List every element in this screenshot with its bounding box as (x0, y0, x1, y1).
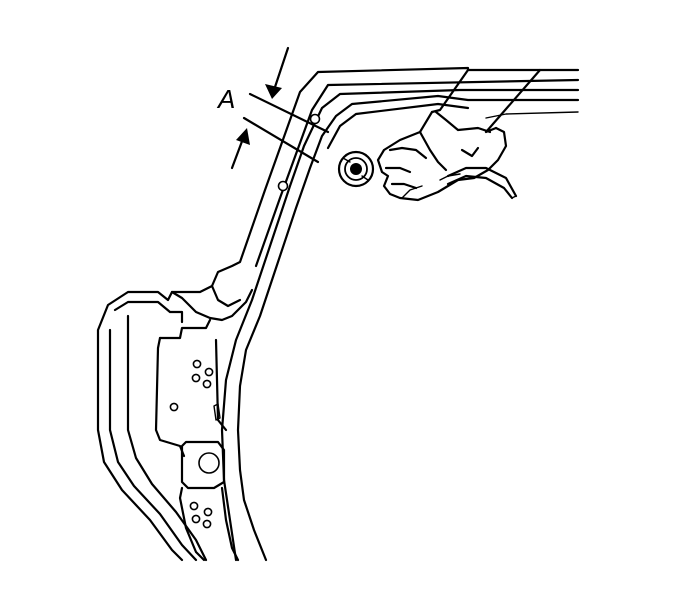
tool-cable (446, 166, 518, 200)
arrow-head-top (265, 84, 282, 99)
reinforcement-plate (154, 284, 254, 562)
panel-holes (169, 113, 321, 529)
hole (203, 507, 213, 517)
hand (376, 68, 542, 202)
arrow-head-bottom (236, 128, 250, 145)
hole (204, 367, 214, 377)
hole (309, 113, 321, 125)
dimension-label: A (216, 84, 235, 114)
arrow-shaft-top (272, 46, 290, 92)
hole (277, 180, 289, 192)
dimension-line-lower (242, 116, 320, 164)
hole (192, 359, 202, 369)
dimension-line-upper (248, 92, 330, 134)
large-hole (198, 452, 220, 474)
dimension-a: A (216, 46, 330, 170)
grommet (337, 150, 375, 188)
hole (189, 501, 199, 511)
hole (202, 519, 212, 529)
hole (169, 402, 179, 412)
hole (191, 514, 201, 524)
hole (202, 379, 212, 389)
hole (191, 373, 201, 383)
